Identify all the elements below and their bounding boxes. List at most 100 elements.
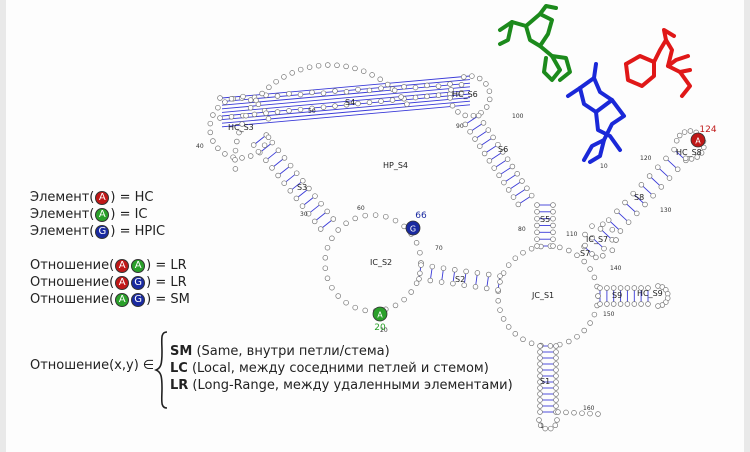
nucleotide <box>222 151 228 157</box>
nucleotide <box>372 212 379 218</box>
nucleotide <box>514 171 520 177</box>
position-number: 160 <box>583 405 595 412</box>
nucleotide <box>275 172 281 179</box>
nucleotide <box>366 99 373 106</box>
nucleotide <box>322 265 329 271</box>
nucleotide <box>591 311 598 318</box>
legend-text: Отношение( <box>30 275 115 290</box>
nucleotide <box>401 84 407 90</box>
nucleotide <box>658 184 665 190</box>
nucleotide <box>582 242 588 249</box>
nucleotide <box>355 100 361 107</box>
nucleotide <box>520 336 526 343</box>
nucleotide <box>330 216 337 222</box>
nucleotide <box>524 185 530 192</box>
nucleotide <box>412 94 419 101</box>
nucleotide <box>625 219 632 225</box>
nucleotide <box>320 90 327 96</box>
position-number: 50 <box>308 108 316 115</box>
nucleotide <box>352 215 358 222</box>
svg-text:G: G <box>410 225 416 234</box>
relation-desc: (Long-Range, между удаленными элементами… <box>188 378 513 393</box>
nucleotide <box>600 253 606 259</box>
nucleotide <box>378 85 384 91</box>
nucleotide <box>537 409 543 415</box>
nucleotide <box>609 247 616 254</box>
nucleotide <box>320 104 327 110</box>
nucleotide <box>480 120 487 126</box>
nucleotide <box>587 410 593 417</box>
nucleotide <box>520 249 526 256</box>
nucleotide <box>512 331 519 337</box>
nucleotide <box>293 195 300 202</box>
nucleotide <box>537 343 543 349</box>
nucleotide <box>587 266 593 272</box>
nucleotide <box>550 202 556 208</box>
nucleotide <box>378 98 384 104</box>
nucleotide <box>217 95 223 101</box>
nucleotide <box>438 279 445 285</box>
nucleotide <box>462 112 468 119</box>
nucleotide <box>497 279 503 285</box>
nucleotide <box>475 112 482 119</box>
nucleotide <box>552 422 559 429</box>
nucleotide <box>263 157 269 164</box>
nucleotide <box>352 304 358 311</box>
nucleotide <box>293 170 300 176</box>
nucleotide <box>287 162 294 169</box>
region-label: HC_S8 <box>676 148 702 157</box>
nucleotide <box>566 247 572 254</box>
nucleotide <box>634 210 640 217</box>
stem-label: S2 <box>455 275 465 284</box>
nucleotide <box>281 74 287 80</box>
nucleotide <box>274 93 281 99</box>
nucleotide <box>550 229 556 236</box>
nucleotide <box>462 121 469 128</box>
ic-badge: A <box>115 292 130 307</box>
legend-text: ) <box>146 275 152 290</box>
nucleotide <box>548 425 554 432</box>
nucleotide <box>408 289 414 295</box>
nucleotide <box>232 147 239 154</box>
nucleotide <box>463 268 469 275</box>
nucleotide <box>427 277 434 284</box>
nucleotide <box>486 96 493 103</box>
nucleotide <box>289 70 295 76</box>
nucleotide <box>550 215 556 222</box>
nucleotide <box>537 422 544 429</box>
nucleotide <box>500 270 507 276</box>
legend-element-hc: Элемент(A) = HC <box>30 190 153 205</box>
relation-desc: (Same, внутри петли/стема) <box>192 344 390 359</box>
nucleotide <box>458 82 465 88</box>
nucleotide <box>553 385 559 391</box>
legend-element-ic: Элемент(A) = IC <box>30 207 148 222</box>
ic-badge: A <box>131 258 146 273</box>
nucleotide <box>391 87 398 94</box>
base-pair <box>221 100 471 124</box>
nucleotide <box>366 87 373 94</box>
nucleotide <box>613 237 619 243</box>
legend-value: = HC <box>119 190 154 205</box>
nucleotide <box>534 236 540 242</box>
base-pair <box>221 86 471 110</box>
nucleotide <box>481 150 488 157</box>
nucleotide <box>617 228 624 234</box>
nucleotide <box>281 155 288 161</box>
nucleotide <box>485 271 492 278</box>
nucleotide <box>472 136 478 142</box>
nucleotide <box>325 62 331 68</box>
nucleotide <box>553 373 559 379</box>
nucleotide <box>452 267 458 273</box>
nucleotide <box>589 234 596 241</box>
hpic-badge: G <box>131 275 146 290</box>
nucleotide <box>360 68 367 74</box>
nucleotide <box>645 301 651 307</box>
nucleotide <box>335 227 341 233</box>
nucleotide <box>528 192 535 199</box>
nucleotide <box>595 293 601 299</box>
nucleotide <box>505 262 512 268</box>
